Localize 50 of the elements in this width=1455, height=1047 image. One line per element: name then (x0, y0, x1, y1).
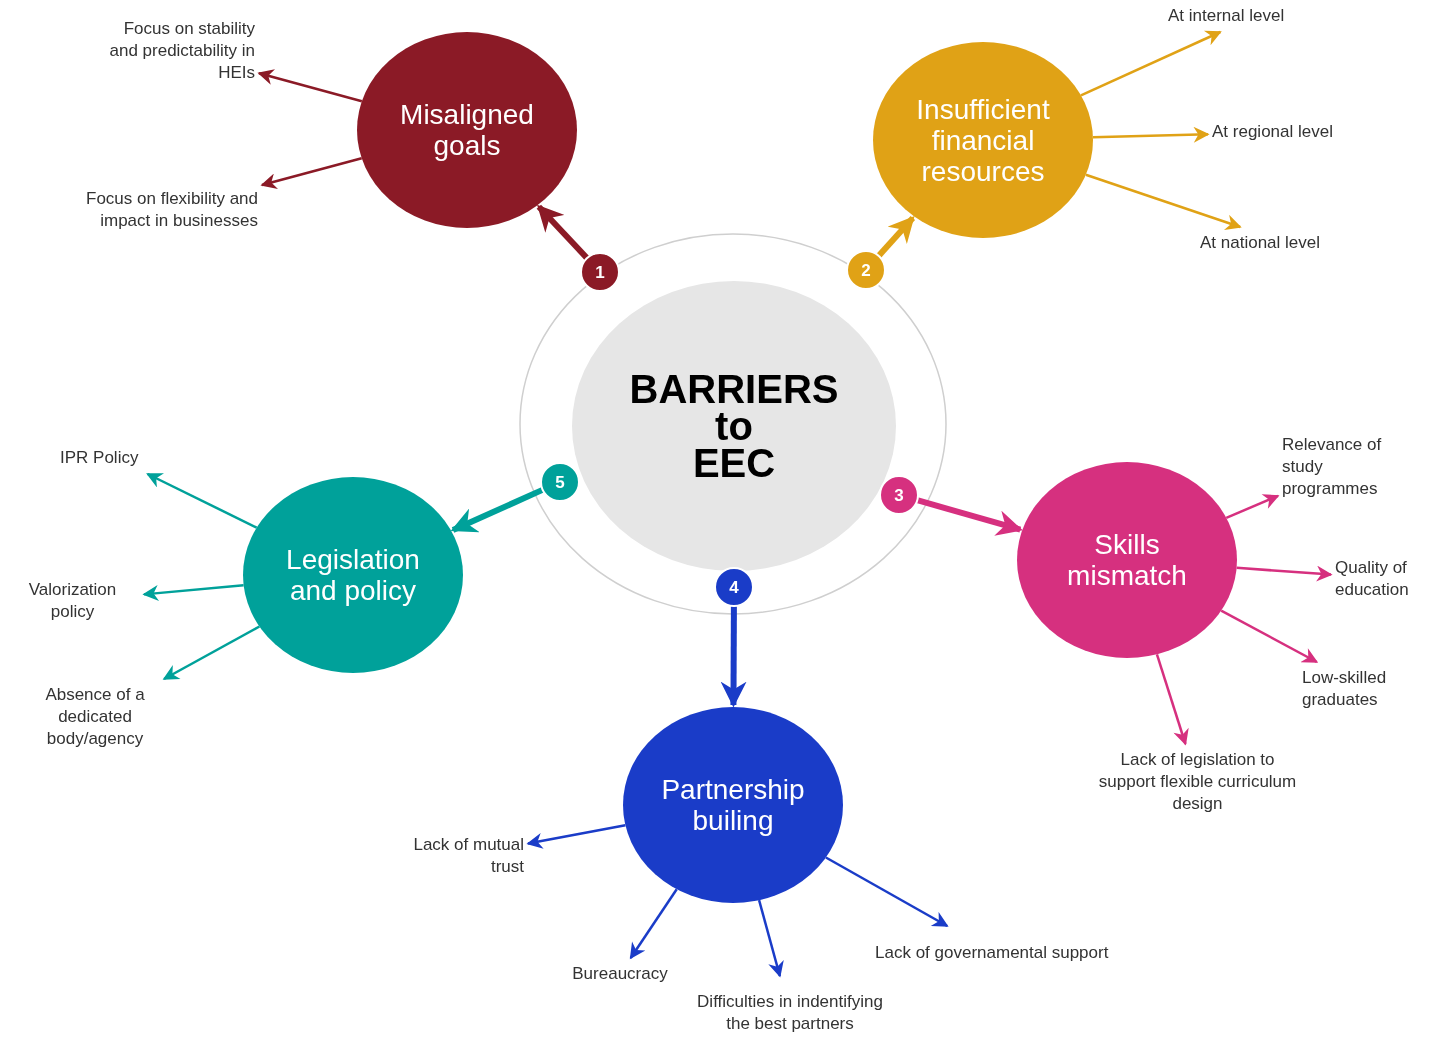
annotation-text: Lack of mutual trust (400, 833, 524, 879)
annotation-text: Lack of governamental support (875, 930, 1115, 976)
arrow (142, 583, 244, 601)
annotation-text: Absence of a dedicated body/agency (15, 683, 175, 751)
badge-number: 1 (595, 263, 605, 281)
annotation-text: Bureaucracy (550, 962, 690, 986)
annotation-text: Low-skilled graduates (1302, 666, 1432, 712)
annotation-text: Relevance of study programmes (1282, 433, 1410, 501)
arrow (450, 486, 545, 533)
arrow (757, 899, 784, 978)
arrow (536, 204, 590, 261)
annotation-text: IPR Policy (60, 446, 170, 470)
arrow (915, 497, 1023, 536)
arrow (146, 472, 258, 529)
arrow (1220, 609, 1319, 664)
arrow (1236, 565, 1333, 582)
node-label: Legislation and policy (285, 544, 421, 606)
arrow (629, 888, 678, 960)
number-badge (846, 250, 886, 290)
arrow (1092, 126, 1210, 143)
arrow (526, 824, 626, 849)
annotation-text: Focus on stability and predictability in HEIs (100, 5, 255, 97)
arrow (1155, 653, 1189, 746)
node-label: Misaligned goals (399, 99, 535, 161)
badge-number: 5 (555, 473, 565, 491)
badge-number: 2 (861, 261, 871, 279)
annotation-text: At internal level (1168, 4, 1343, 28)
node-label: Skills mismatch (1066, 529, 1188, 591)
badge-number: 3 (894, 486, 904, 504)
node-label: Insufficient financial resources (915, 93, 1051, 187)
number-badge (580, 252, 620, 292)
annotation-text: At regional level (1212, 120, 1387, 144)
arrow (260, 157, 362, 190)
arrow (162, 625, 261, 681)
node-label: Partnership builing (660, 774, 806, 836)
annotation-text: At national level (1200, 231, 1375, 255)
annotation-text: Quality of education (1335, 556, 1450, 602)
arrow (1225, 494, 1280, 519)
arrow (257, 69, 363, 103)
annotation-text: Focus on flexibility and impact in businesses (80, 176, 258, 244)
arrow (1085, 173, 1242, 230)
annotation-text: Difficulties in indentifying the best partners (690, 980, 890, 1046)
arrow (720, 604, 747, 708)
annotation-text: Lack of legislation to support flexible curriculum design (1095, 748, 1300, 816)
node-label: BARRIERS to EEC (628, 370, 840, 482)
arrow (875, 215, 916, 259)
annotation-text: Valorization policy (5, 578, 140, 624)
badge-number: 4 (729, 578, 739, 596)
arrow (1080, 30, 1222, 97)
arrow (825, 856, 949, 928)
